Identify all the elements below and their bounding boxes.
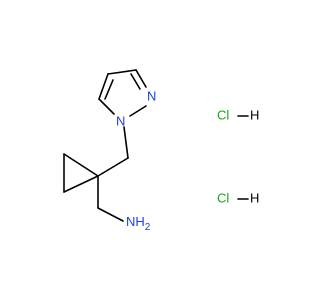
hcl-salt-1: Cl H: [217, 107, 259, 122]
amine-h-subscript: 2: [145, 222, 151, 233]
bond-ch2b-n: [97, 207, 124, 222]
salt-h-2-label: H: [250, 190, 259, 205]
bond-n2-c3-double: [130, 73, 141, 90]
bond-c4-c5-double: [104, 79, 114, 100]
bond-ch2-cq: [97, 157, 129, 177]
pyrazole-n1-label: N: [116, 113, 125, 128]
bond-cp2-cq: [63, 175, 99, 193]
bond-c5-n1: [98, 98, 115, 115]
hcl-salt-2: Cl H: [217, 190, 259, 205]
pyrazole-n2-label: N: [147, 88, 156, 103]
salt-h-1-label: H: [250, 107, 259, 122]
atom-labels: N N NH2: [116, 88, 156, 232]
bond-n2-c3: [135, 69, 147, 88]
amine-n-label: NH2: [126, 214, 151, 232]
salt-cl-1-label: Cl: [217, 107, 229, 122]
linker-and-cyclopropane: [63, 126, 129, 222]
bond-c3-c4: [107, 69, 137, 75]
amine-h-symbol: H: [135, 214, 144, 229]
amine-n-symbol: N: [126, 214, 135, 229]
bond-c4-c5: [98, 73, 109, 100]
pyrazole-ring: [98, 69, 147, 117]
bond-cq-cp1: [63, 153, 99, 177]
salt-cl-2-label: Cl: [217, 190, 229, 205]
bond-n1-n2: [129, 105, 147, 117]
chemical-structure-diagram: N N NH2 Cl H Cl H: [63, 69, 259, 233]
bond-n1-ch2: [123, 126, 129, 159]
